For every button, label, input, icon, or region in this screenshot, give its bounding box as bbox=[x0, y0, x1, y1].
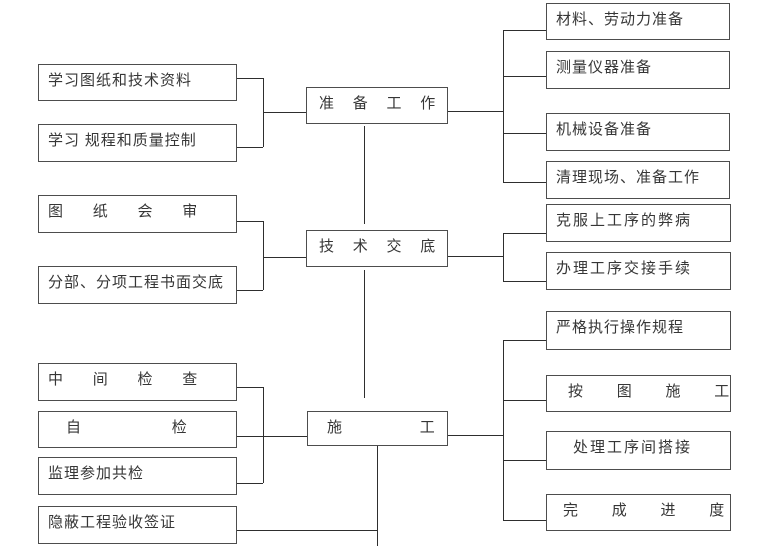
connector-line bbox=[364, 270, 365, 398]
connector-line bbox=[503, 340, 546, 341]
node-material-labor-prep: 材料、劳动力准备 bbox=[546, 3, 730, 40]
connector-line bbox=[263, 221, 264, 290]
node-overcome-defects: 克服上工序的弊病 bbox=[546, 204, 731, 242]
connector-line bbox=[503, 400, 546, 401]
node-measuring-instrument-prep: 测量仪器准备 bbox=[546, 51, 730, 89]
node-supervisor-joint-check: 监理参加共检 bbox=[38, 457, 237, 495]
node-intermediate-check: 中 间 检 查 bbox=[38, 363, 237, 401]
connector-line bbox=[503, 281, 546, 282]
connector-line bbox=[503, 30, 504, 182]
connector-line bbox=[263, 257, 306, 258]
node-learn-regulations: 学习 规程和质量控制 bbox=[38, 124, 237, 162]
connector-line bbox=[377, 446, 378, 546]
connector-line bbox=[237, 221, 263, 222]
node-hidden-work-acceptance: 隐蔽工程验收签证 bbox=[38, 506, 237, 544]
connector-line bbox=[237, 78, 263, 79]
connector-line bbox=[237, 147, 263, 148]
node-preparation-work: 准 备 工 作 bbox=[306, 87, 448, 124]
connector-line bbox=[237, 387, 263, 388]
connector-line bbox=[448, 435, 503, 436]
connector-line bbox=[503, 520, 546, 521]
connector-line bbox=[364, 126, 365, 224]
connector-line bbox=[503, 233, 504, 281]
node-strict-operation-rules: 严格执行操作规程 bbox=[546, 311, 731, 350]
connector-line bbox=[237, 530, 378, 531]
connector-line bbox=[503, 30, 546, 31]
connector-line bbox=[263, 112, 306, 113]
connector-line bbox=[237, 436, 307, 437]
node-construct-per-drawing: 按 图 施 工 bbox=[546, 375, 731, 412]
node-construction: 施 工 bbox=[307, 411, 448, 446]
connector-line bbox=[448, 256, 503, 257]
connector-line bbox=[503, 76, 546, 77]
connector-line bbox=[237, 290, 263, 291]
node-self-check: 自 检 bbox=[38, 411, 237, 448]
node-site-cleanup-prep: 清理现场、准备工作 bbox=[546, 161, 730, 199]
node-complete-progress: 完 成 进 度 bbox=[546, 494, 731, 531]
node-written-disclosure: 分部、分项工程书面交底 bbox=[38, 266, 237, 304]
node-mechanical-equipment-prep: 机械设备准备 bbox=[546, 113, 730, 151]
connector-line bbox=[503, 340, 504, 521]
node-learn-drawings: 学习图纸和技术资料 bbox=[38, 64, 237, 101]
connector-line bbox=[503, 133, 546, 134]
node-handover-procedures: 办理工序交接手续 bbox=[546, 252, 731, 290]
connector-line bbox=[263, 387, 264, 483]
node-handle-process-overlap: 处理工序间搭接 bbox=[546, 431, 731, 470]
connector-line bbox=[448, 111, 503, 112]
connector-line bbox=[237, 483, 263, 484]
node-technical-disclosure: 技 术 交 底 bbox=[306, 230, 448, 267]
connector-line bbox=[503, 460, 546, 461]
node-drawing-review: 图 纸 会 审 bbox=[38, 195, 237, 233]
connector-line bbox=[503, 233, 546, 234]
connector-line bbox=[503, 182, 546, 183]
